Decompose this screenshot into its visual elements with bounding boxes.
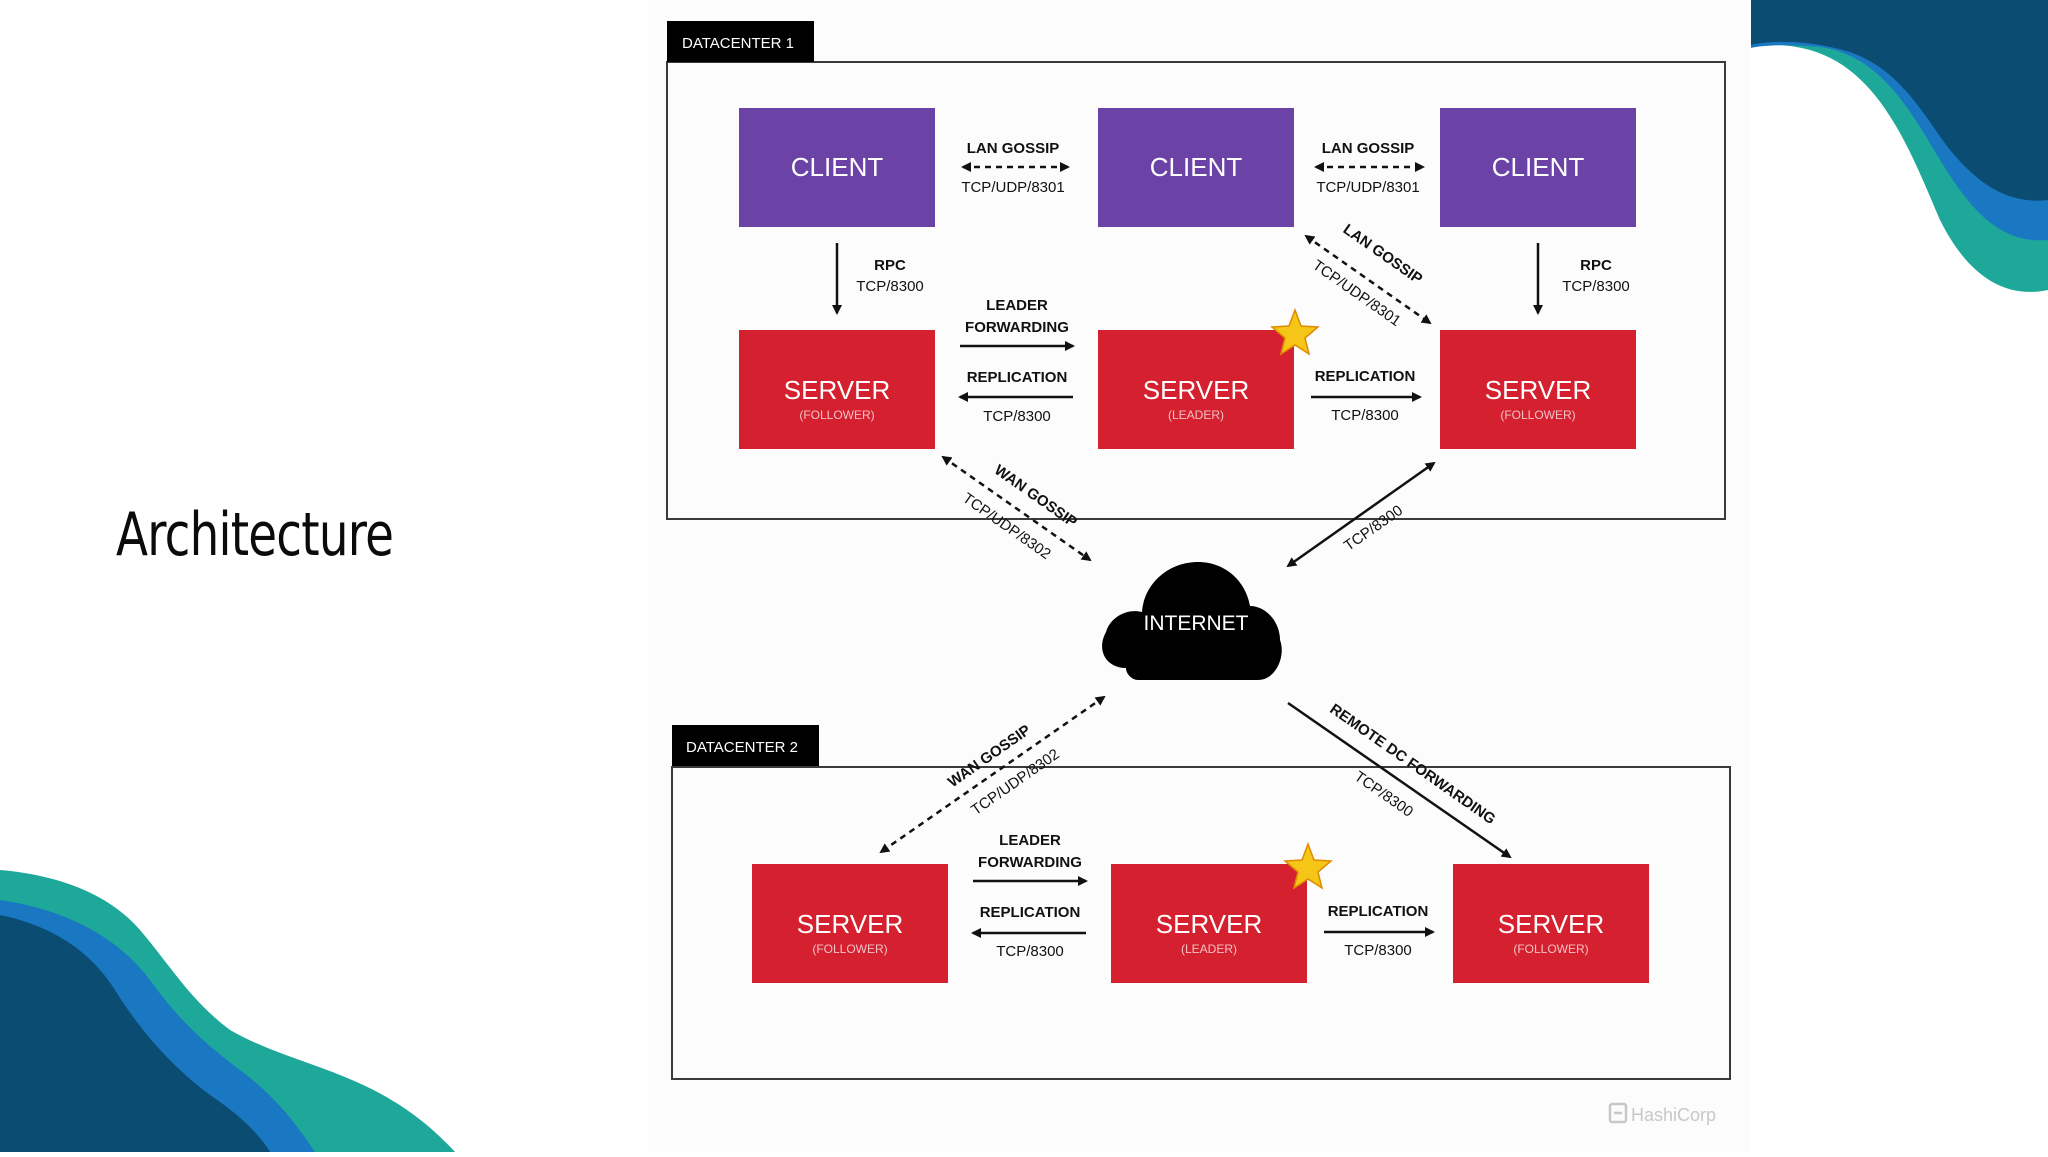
server-label: SERVER <box>1485 375 1591 405</box>
replication-label: REPLICATION <box>1315 368 1416 385</box>
client-label: CLIENT <box>1492 152 1585 182</box>
rpc-label: RPC <box>874 257 906 274</box>
leader-star-icon <box>1283 841 1333 890</box>
server-follower-node: SERVER (FOLLOWER) <box>752 864 948 983</box>
server-label: SERVER <box>797 909 903 939</box>
tcp-port-label: TCP/8300 <box>1351 768 1416 821</box>
client-node: CLIENT <box>739 108 935 227</box>
wan-gossip-arrow <box>879 695 1106 854</box>
datacenter-1-label: DATACENTER 1 <box>682 35 794 52</box>
leader-label: LEADER <box>986 297 1048 314</box>
server-leader-node: SERVER (LEADER) <box>1098 330 1294 449</box>
leader-label: (LEADER) <box>1168 408 1224 422</box>
server-leader-node: SERVER (LEADER) <box>1111 864 1307 983</box>
client-label: CLIENT <box>1150 152 1243 182</box>
top-right-wave-decoration <box>1750 0 2048 292</box>
tcp-port-label: TCP/8300 <box>1331 407 1399 424</box>
server-follower-node: SERVER (FOLLOWER) <box>1440 330 1636 449</box>
rpc-label: RPC <box>1580 257 1612 274</box>
forwarding-label: FORWARDING <box>978 854 1082 871</box>
tcp-port-label: TCP/8300 <box>1562 278 1630 295</box>
bottom-left-wave-decoration <box>0 870 455 1152</box>
client-node: CLIENT <box>1440 108 1636 227</box>
server-follower-node: SERVER (FOLLOWER) <box>1453 864 1649 983</box>
datacenter-2-tab <box>672 725 819 766</box>
hashicorp-logo-icon <box>1608 1102 1628 1124</box>
follower-label: (FOLLOWER) <box>1513 942 1588 956</box>
client-label: CLIENT <box>791 152 884 182</box>
lan-port-label: TCP/UDP/8301 <box>961 179 1064 196</box>
follower-label: (FOLLOWER) <box>1500 408 1575 422</box>
wan-gossip-arrow <box>941 455 1092 562</box>
server-follower-node: SERVER (FOLLOWER) <box>739 330 935 449</box>
lan-port-label: TCP/UDP/8301 <box>1316 179 1419 196</box>
hashicorp-logo: HashiCorp <box>1608 1102 1716 1125</box>
leader-label: LEADER <box>999 832 1061 849</box>
hashicorp-brand-text: HashiCorp <box>1631 1105 1716 1125</box>
tcp-port-label: TCP/8300 <box>1344 942 1412 959</box>
server-label: SERVER <box>1156 909 1262 939</box>
datacenter-2-box <box>671 766 1731 1080</box>
lan-gossip-arrow <box>1304 234 1432 325</box>
datacenter-1-box <box>666 61 1726 520</box>
forwarding-label: FORWARDING <box>965 319 1069 336</box>
lan-gossip-label: LAN GOSSIP <box>967 140 1060 157</box>
internet-label: INTERNET <box>1144 612 1249 635</box>
server-label: SERVER <box>1143 375 1249 405</box>
follower-label: (FOLLOWER) <box>799 408 874 422</box>
leader-label: (LEADER) <box>1181 942 1237 956</box>
lan-gossip-label: LAN GOSSIP <box>1322 140 1415 157</box>
datacenter-2-label: DATACENTER 2 <box>686 739 798 756</box>
follower-label: (FOLLOWER) <box>812 942 887 956</box>
replication-label: REPLICATION <box>980 904 1081 921</box>
remote-dc-forwarding-arrow <box>1287 701 1512 859</box>
slide-title: Architecture <box>116 500 394 570</box>
wan-rpc-arrow <box>1286 461 1436 568</box>
tcp-port-label: TCP/8300 <box>983 408 1051 425</box>
server-label: SERVER <box>1498 909 1604 939</box>
leader-star-icon <box>1270 307 1320 356</box>
tcp-port-label: TCP/8300 <box>996 943 1064 960</box>
tcp-port-label: TCP/8300 <box>856 278 924 295</box>
architecture-diagram-svg: DATACENTER 1 DATACENTER 2 CLIENT CLIENT … <box>666 21 1731 1125</box>
datacenter-1-tab <box>667 21 814 62</box>
replication-label: REPLICATION <box>967 369 1068 386</box>
architecture-diagram: DATACENTER 1 DATACENTER 2 CLIENT CLIENT … <box>648 0 1751 1152</box>
server-label: SERVER <box>784 375 890 405</box>
replication-label: REPLICATION <box>1328 903 1429 920</box>
lan-gossip-label: LAN GOSSIP <box>1340 221 1426 288</box>
internet-cloud: INTERNET <box>1102 562 1282 680</box>
tcp-port-label: TCP/8300 <box>1341 502 1406 555</box>
client-node: CLIENT <box>1098 108 1294 227</box>
